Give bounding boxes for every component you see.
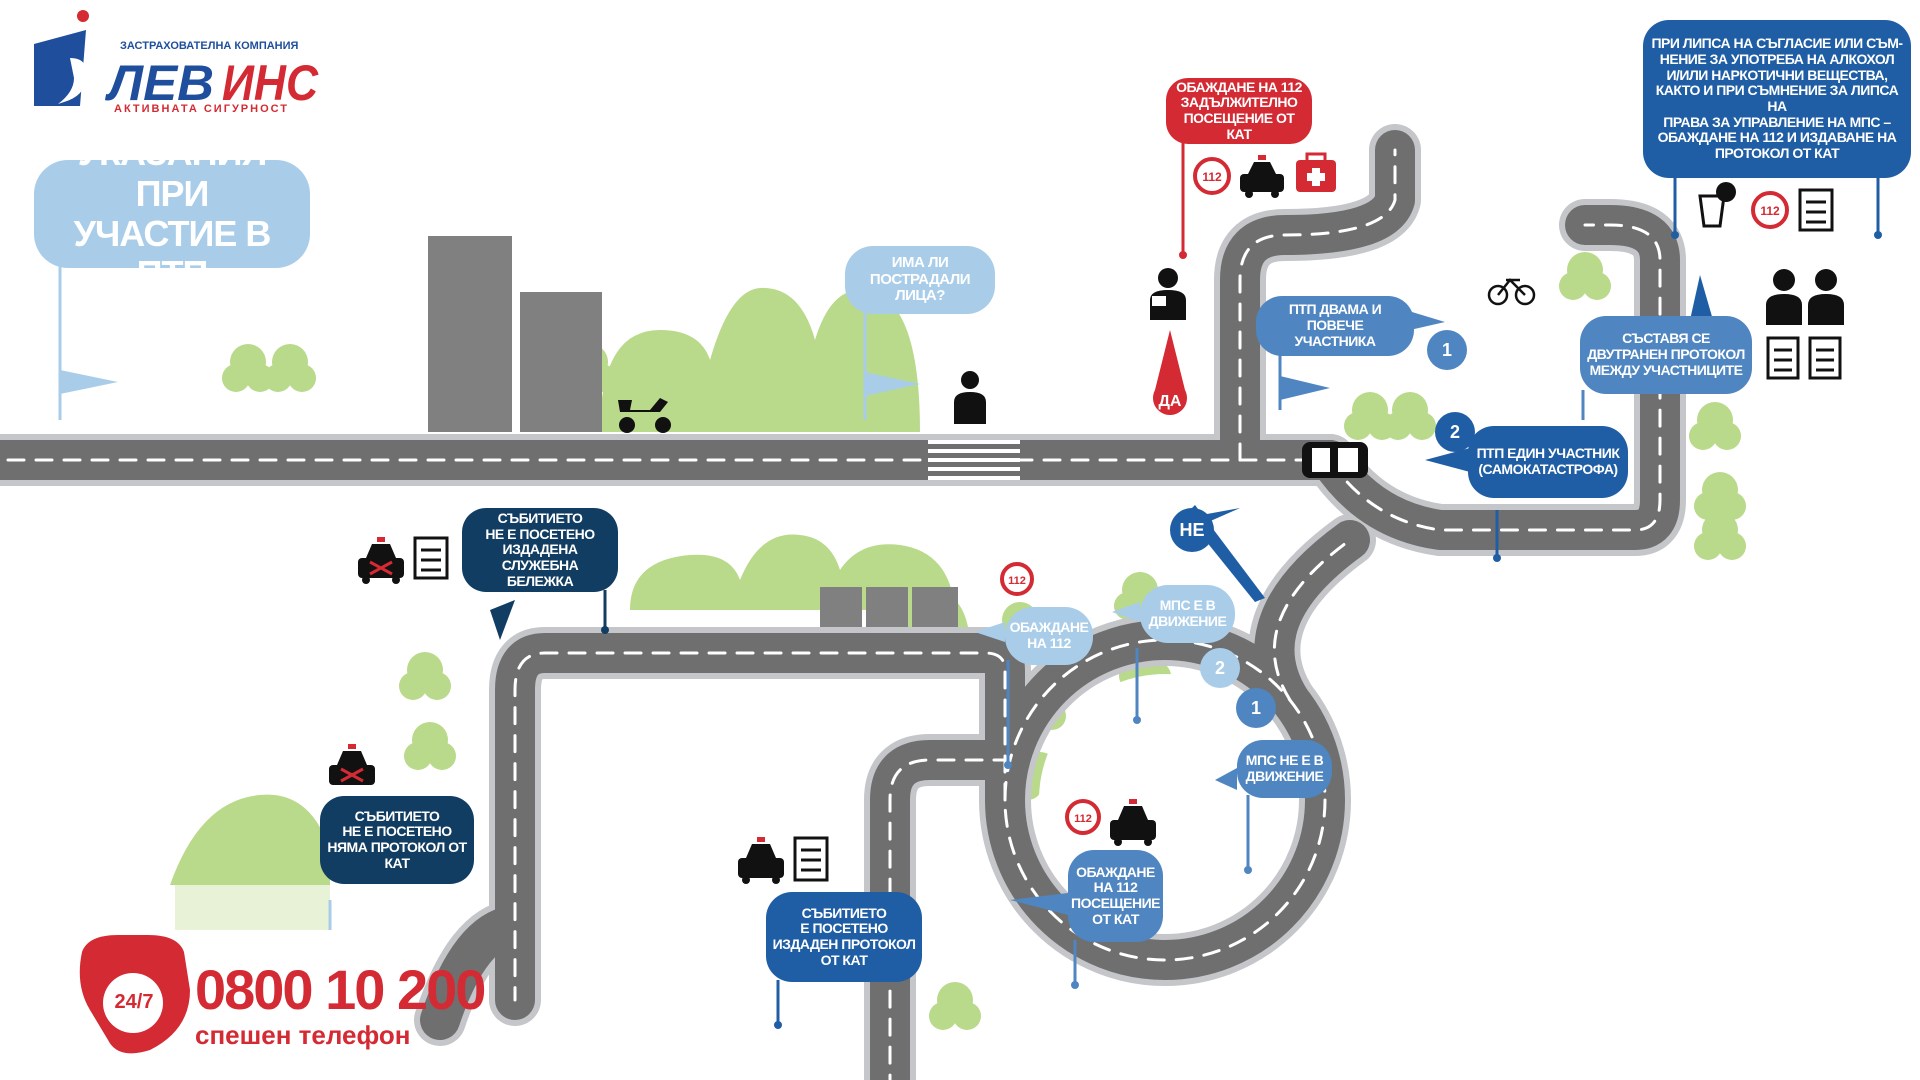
company-logo: ЗАСТРАХОВАТЕЛНА КОМПАНИЯ ЛЕВ ИНС АКТИВНА… — [34, 10, 319, 115]
two-or-more-text: ПТП ДВАМА И ПОВЕЧЕ УЧАСТНИКА — [1288, 301, 1382, 349]
page-title: УКАЗАНИЯ ПРИ УЧАСТИЕ В ПТП — [73, 132, 272, 295]
step-1-roundabout: 1 — [1236, 688, 1276, 728]
one-participant-bubble: ПТП ЕДИН УЧАСТНИК (САМОКАТАСТРОФА) — [1468, 426, 1628, 498]
crashed-car-icon — [1302, 442, 1368, 478]
hotline-label: спешен телефон — [195, 1020, 411, 1050]
hotline-number[interactable]: 0800 10 200 — [195, 958, 486, 1021]
step-1-roundabout-label: 1 — [1250, 697, 1261, 718]
phone-112-icon-2: 112 — [1751, 191, 1789, 229]
step-2-top: 2 — [1435, 412, 1475, 452]
protocol-document-icon — [1798, 188, 1834, 232]
phone-112-icon-3: 112 — [1000, 562, 1034, 596]
bicycle-icon — [1487, 278, 1536, 306]
protocol-document-icon-2 — [793, 836, 829, 882]
svg-text:112: 112 — [1760, 204, 1780, 218]
yes-pin — [1153, 330, 1187, 416]
police-car-icon-2 — [358, 537, 404, 584]
phone-112-icon-4: 112 — [1065, 799, 1101, 835]
not-visited-note-text: СЪБИТИЕТО НЕ Е ПОСЕТЕНО ИЗДАДЕНА СЛУЖЕБН… — [485, 509, 595, 589]
one-participant-text: ПТП ЕДИН УЧАСТНИК (САМОКАТАСТРОФА) — [1476, 445, 1620, 477]
two-participants-icon — [1766, 269, 1844, 325]
injured-person-icon — [1150, 268, 1186, 320]
first-aid-icon — [1296, 152, 1336, 192]
not-moving-text: МПС НЕ Е В ДВИЖЕНИЕ — [1245, 752, 1324, 784]
svg-text:112: 112 — [1008, 575, 1026, 587]
bilateral-protocol-bubble: СЪСТАВЯ СЕ ДВУТРАНЕН ПРОТОКОЛ МЕЖДУ УЧАС… — [1580, 316, 1752, 394]
not-visited-no-protocol-bubble: СЪБИТИЕТО НЕ Е ПОСЕТЕНО НЯМА ПРОТОКОЛ ОТ… — [320, 796, 474, 884]
call-112-mandatory-text: ОБАЖДАНЕ НА 112 ЗАДЪЛЖИТЕЛНО ПОСЕЩЕНИЕ О… — [1176, 78, 1302, 142]
not-visited-no-protocol-text: СЪБИТИЕТО НЕ Е ПОСЕТЕНО НЯМА ПРОТОКОЛ ОТ… — [327, 807, 467, 871]
no-consent-text: ПРИ ЛИПСА НА СЪГЛАСИЕ ИЛИ СЪМ- НЕНИЕ ЗА … — [1651, 35, 1903, 162]
svg-text:112: 112 — [1074, 813, 1092, 825]
no-consent-bubble: ПРИ ЛИПСА НА СЪГЛАСИЕ ИЛИ СЪМ- НЕНИЕ ЗА … — [1643, 20, 1911, 178]
buildings — [428, 236, 958, 645]
visited-protocol-bubble: СЪБИТИЕТО Е ПОСЕТЕНО ИЗДАДЕН ПРОТОКОЛ ОТ… — [766, 892, 922, 982]
moving-text: МПС Е В ДВИЖЕНИЕ — [1148, 597, 1227, 629]
two-or-more-bubble: ПТП ДВАМА И ПОВЕЧЕ УЧАСТНИКА — [1256, 296, 1414, 356]
step-2-roundabout-label: 2 — [1214, 657, 1225, 678]
logo-company-line: ЗАСТРАХОВАТЕЛНА КОМПАНИЯ — [120, 40, 299, 52]
hotline-phone-icon — [79, 935, 190, 1054]
title-bubble: УКАЗАНИЯ ПРИ УЧАСТИЕ В ПТП — [34, 133, 310, 294]
not-moving-bubble: МПС НЕ Е В ДВИЖЕНИЕ — [1237, 740, 1332, 798]
crosswalk — [928, 440, 1020, 480]
bilateral-protocol-text: СЪСТАВЯ СЕ ДВУТРАНЕН ПРОТОКОЛ МЕЖДУ УЧАС… — [1587, 330, 1745, 378]
police-car-icon-4 — [738, 837, 784, 884]
svg-text:112: 112 — [1202, 170, 1222, 184]
injured-question-text: ИМА ЛИ ПОСТРАДАЛИ ЛИЦА? — [869, 253, 971, 305]
call-112-bubble: ОБАЖДАНЕ НА 112 — [1005, 607, 1093, 665]
not-visited-note-bubble: СЪБИТИЕТО НЕ Е ПОСЕТЕНО ИЗДАДЕНА СЛУЖЕБН… — [462, 508, 618, 592]
scooter-icon — [618, 398, 671, 433]
police-car-icon-5 — [1110, 799, 1156, 846]
police-car-icon — [1240, 155, 1284, 198]
moving-bubble: МПС Е В ДВИЖЕНИЕ — [1140, 585, 1235, 643]
call-112-text: ОБАЖДАНЕ НА 112 — [1009, 619, 1089, 651]
police-car-icon-3 — [329, 744, 375, 785]
hotline-badge: 24/7 — [114, 991, 154, 1013]
logo-tagline: АКТИВНАТА СИГУРНОСТ — [114, 103, 289, 115]
call-112-visit-bubble: ОБАЖДАНЕ НА 112 ПОСЕЩЕНИЕ ОТ КАТ — [1068, 850, 1163, 942]
step-2-top-label: 2 — [1449, 421, 1460, 442]
step-2-roundabout: 2 — [1200, 648, 1240, 688]
no-marker: НЕ — [1170, 508, 1214, 552]
step-1-top-label: 1 — [1441, 339, 1452, 360]
yes-label: ДА — [1158, 393, 1182, 410]
visited-protocol-text: СЪБИТИЕТО Е ПОСЕТЕНО ИЗДАДЕН ПРОТОКОЛ ОТ… — [772, 904, 916, 968]
logo-brand-part1: ЛЕВ — [105, 55, 214, 111]
service-note-icon — [413, 536, 449, 580]
call-112-visit-text: ОБАЖДАНЕ НА 112 ПОСЕЩЕНИЕ ОТ КАТ — [1071, 863, 1161, 927]
flag-poles — [58, 140, 1882, 1029]
injured-question-bubble: ИМА ЛИ ПОСТРАДАЛИ ЛИЦА? — [845, 246, 995, 314]
alcohol-test-icon — [1698, 182, 1736, 228]
call-112-mandatory-bubble: ОБАЖДАНЕ НА 112 ЗАДЪЛЖИТЕЛНО ПОСЕЩЕНИЕ О… — [1166, 78, 1312, 144]
no-label: НЕ — [1179, 519, 1205, 540]
phone-112-icon: 112 — [1193, 157, 1231, 195]
bilateral-protocol-icon — [1766, 336, 1842, 380]
pedestrian-icon — [954, 371, 986, 424]
step-1-top: 1 — [1427, 330, 1467, 370]
logo-brand-part2: ИНС — [222, 55, 319, 111]
